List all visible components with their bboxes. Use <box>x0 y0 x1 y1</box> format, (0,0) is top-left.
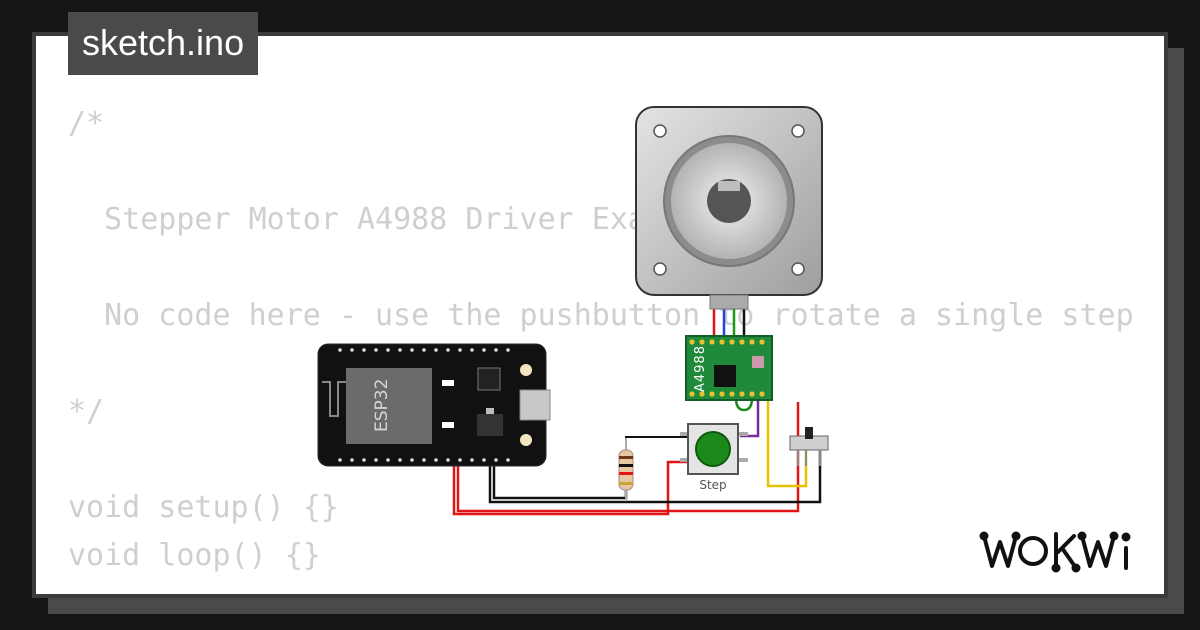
slide-switch[interactable] <box>789 427 829 466</box>
driver-label: A4988 <box>693 345 708 392</box>
wire-black <box>625 436 688 448</box>
esp32-board[interactable]: ESP32 <box>317 343 551 467</box>
wire-green <box>734 397 754 412</box>
wokwi-logo <box>979 531 1131 573</box>
code-line: No code here - use the pushbutton to rot… <box>68 298 1134 333</box>
code-line: /* <box>68 106 105 141</box>
code-preview: /* Stepper Motor A4988 Driver Exa No cod… <box>68 98 1134 588</box>
button-label: Step <box>699 478 726 492</box>
wire-purple <box>740 398 760 438</box>
stepper-motor[interactable] <box>635 106 823 310</box>
code-line: void loop() {} <box>68 538 321 573</box>
code-line: void setup() {} <box>68 490 339 525</box>
wire-red <box>452 460 688 516</box>
a4988-driver[interactable]: A4988 <box>685 335 773 401</box>
wire-yellow <box>766 398 808 488</box>
step-pushbutton[interactable]: Step <box>680 423 748 492</box>
resistor[interactable] <box>618 438 634 500</box>
preview-card <box>32 32 1168 598</box>
wire-black <box>492 462 628 500</box>
code-line: */ <box>68 394 105 429</box>
wire-black <box>488 450 822 504</box>
board-label: ESP32 <box>372 379 392 432</box>
file-title-tab[interactable]: sketch.ino <box>68 12 259 75</box>
